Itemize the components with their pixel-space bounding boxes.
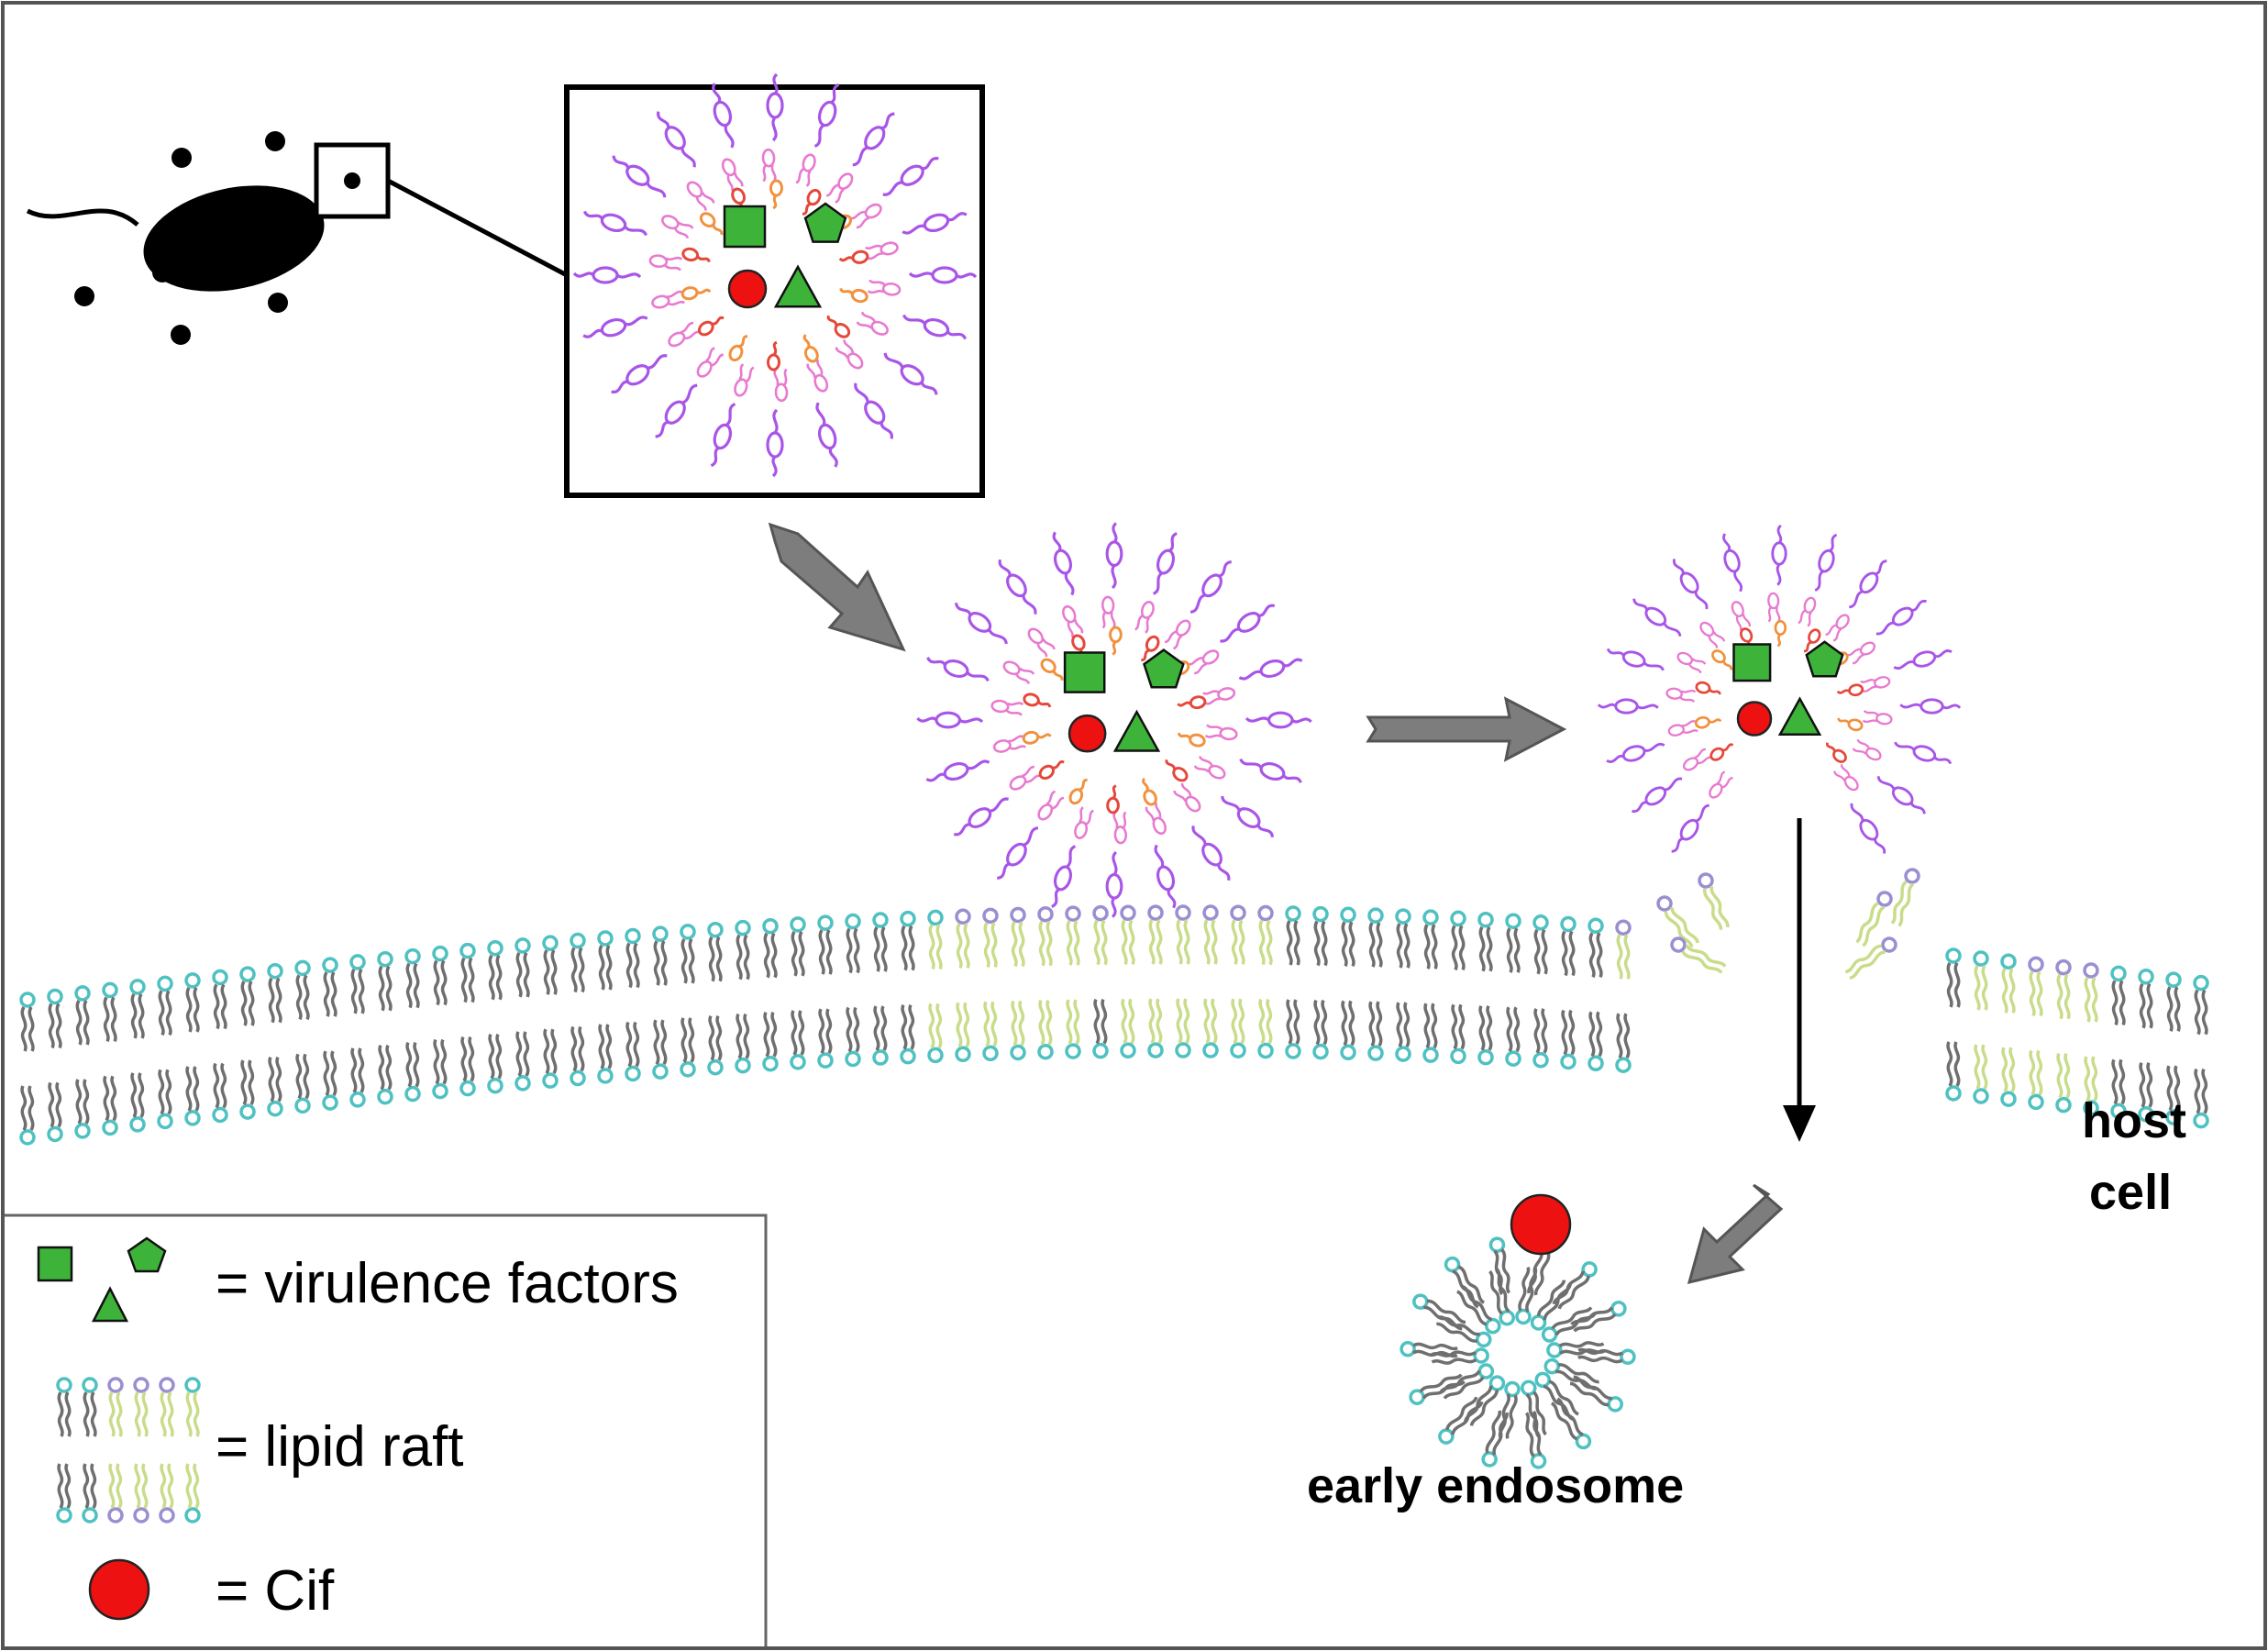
arrow-cif-release (1783, 818, 1816, 1142)
legend-cif-text: = Cif (216, 1559, 335, 1623)
cif-on-endosome (1510, 1193, 1572, 1256)
virulence-factor-triangle (773, 264, 823, 308)
host-cell-label-line1: host (2082, 1093, 2186, 1148)
legend-virulence-factors-text: = virulence factors (216, 1252, 679, 1315)
virulence-factor-square (1732, 643, 1772, 682)
legend-lipid-raft-text: = lipid raft (216, 1415, 464, 1479)
cif-in-vesicle (1736, 701, 1773, 737)
virulence-factor-pentagon (1143, 648, 1185, 689)
virulence-factor-triangle (1112, 709, 1161, 752)
arrow-to-endosome (1687, 1183, 1784, 1285)
early-endosome-label: early endosome (1307, 1458, 1684, 1513)
bacterium-icon (26, 131, 569, 345)
cif-in-vesicle (1068, 714, 1107, 753)
virulence-factor-square (723, 205, 767, 249)
virulence-factor-pentagon (1805, 640, 1844, 678)
outer-membrane-vesicle-fusing (1597, 524, 1962, 859)
virulence-factors-legend-icon (37, 1236, 167, 1323)
secreted-vesicle-dots (74, 131, 288, 345)
virulence-factor-pentagon (803, 202, 847, 243)
outer-membrane-vesicle-contact (915, 521, 1313, 919)
arrow-to-fusion (1366, 696, 1567, 762)
cif-legend-icon (88, 1558, 150, 1621)
virulence-factor-triangle (1777, 696, 1822, 737)
cif-in-vesicle (727, 269, 768, 309)
virulence-factor-square (1063, 651, 1106, 693)
legend: = virulence factors = lipid raft = Cif (5, 1213, 768, 1646)
arrow-vesicle-to-membrane (768, 522, 906, 652)
host-cell-label-line2: cell (2089, 1165, 2172, 1220)
outer-membrane-vesicle-zoomed (572, 72, 978, 478)
